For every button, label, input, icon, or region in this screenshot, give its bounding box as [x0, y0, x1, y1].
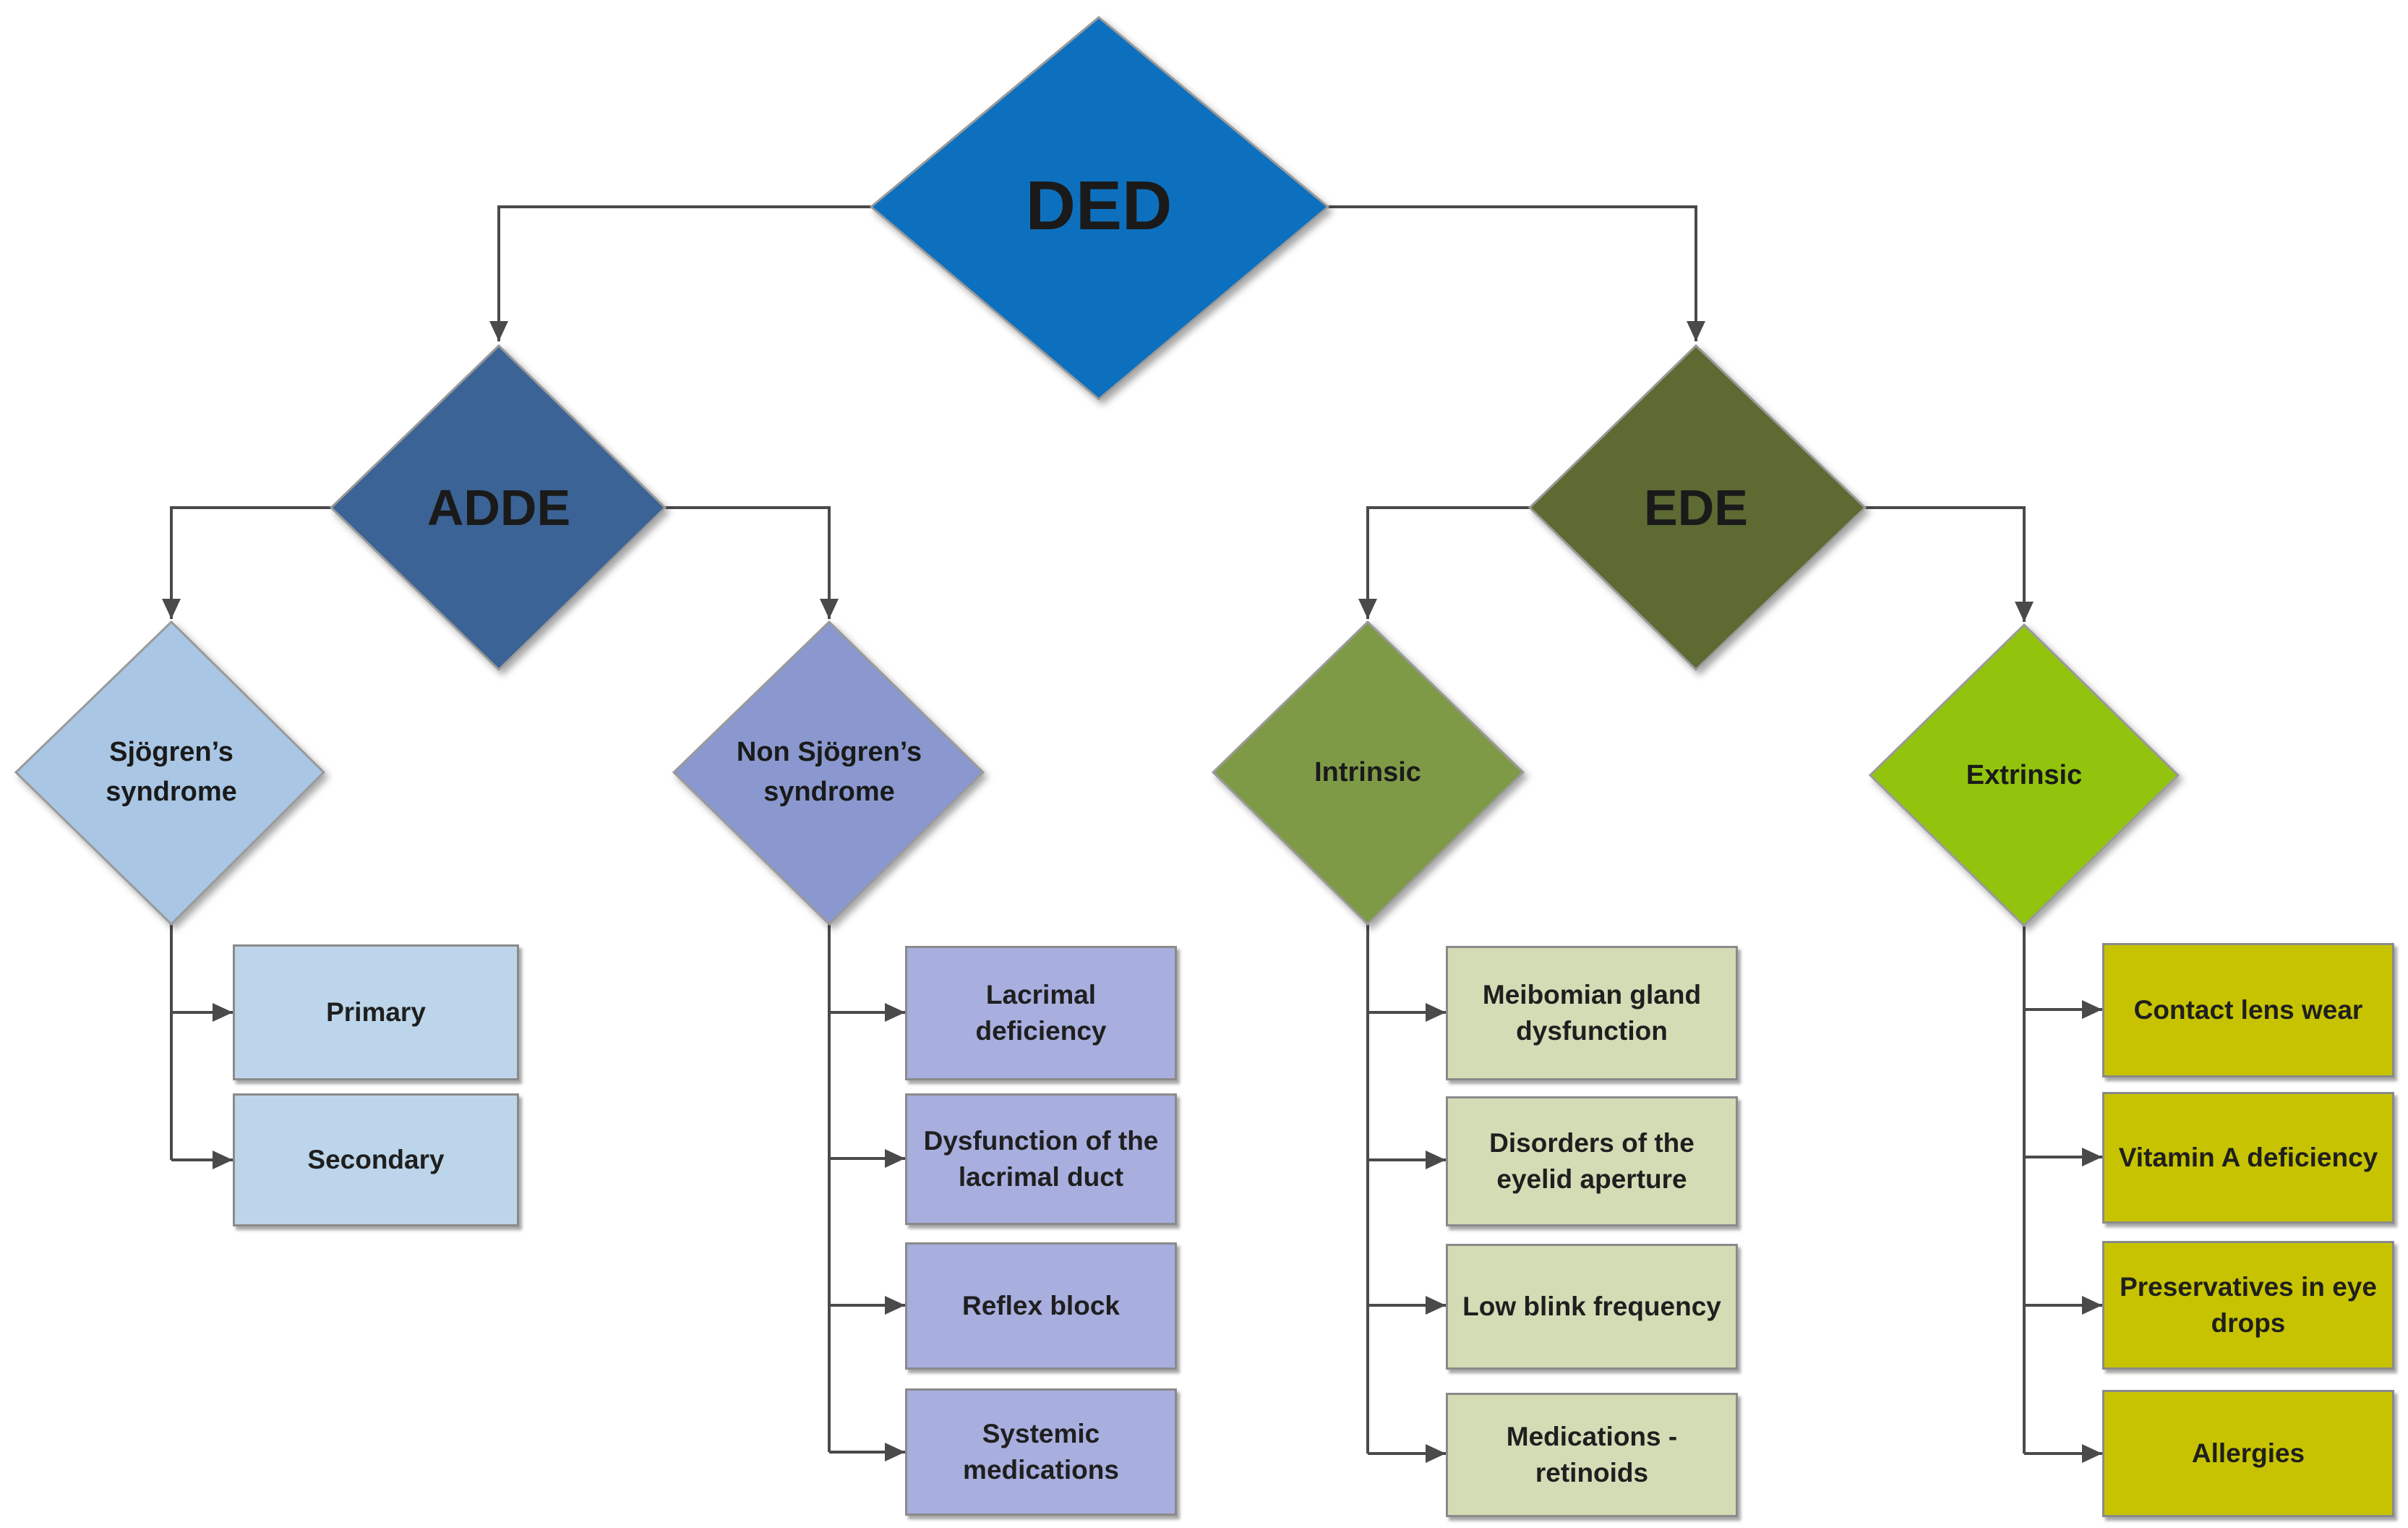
- box-disorders-eyelid-aperture: Disorders of the eyelid aperture: [1446, 1096, 1738, 1226]
- box-systemic-medications: Systemic medications: [905, 1388, 1177, 1516]
- box-low-blink-frequency: Low blink frequency: [1446, 1244, 1738, 1370]
- diamond-ede: [1528, 343, 1867, 672]
- diamond-intrinsic: [1211, 620, 1525, 926]
- box-preservatives-in-eye-drops: Preservatives in eye drops: [2102, 1241, 2394, 1370]
- box-primary: Primary: [233, 944, 519, 1080]
- connector-lines: [162, 205, 2102, 1463]
- connector-ede-intrinsic: [1358, 506, 1530, 619]
- box-secondary: Secondary: [233, 1093, 519, 1226]
- diamond-non-sjogren-syndrome: [672, 620, 985, 926]
- box-meibomian-gland-dysfunction: Meibomian gland dysfunction: [1446, 946, 1738, 1080]
- connector-ded-adde: [489, 205, 871, 341]
- diamond-ded: [869, 16, 1330, 401]
- box-vitamin-a-deficiency: Vitamin A deficiency: [2102, 1092, 2394, 1224]
- connector-ede-extrinsic: [1865, 506, 2034, 622]
- box-allergies: Allergies: [2102, 1390, 2394, 1517]
- diamond-extrinsic: [1868, 623, 2180, 928]
- diamond-adde: [329, 343, 667, 672]
- connector-adde-nonsjogren: [665, 506, 839, 619]
- diamond-sjogren-syndrome: [14, 620, 326, 926]
- box-dysfunction-lacrimal-duct: Dysfunction of the lacrimal duct: [905, 1093, 1177, 1225]
- box-reflex-block: Reflex block: [905, 1242, 1177, 1370]
- connector-adde-sjogren: [162, 506, 331, 619]
- box-medications-retinoids: Medications - retinoids: [1446, 1393, 1738, 1517]
- connector-ded-ede: [1328, 205, 1705, 341]
- box-contact-lens-wear: Contact lens wear: [2102, 943, 2394, 1077]
- box-lacrimal-deficiency: Lacrimal deficiency: [905, 946, 1177, 1080]
